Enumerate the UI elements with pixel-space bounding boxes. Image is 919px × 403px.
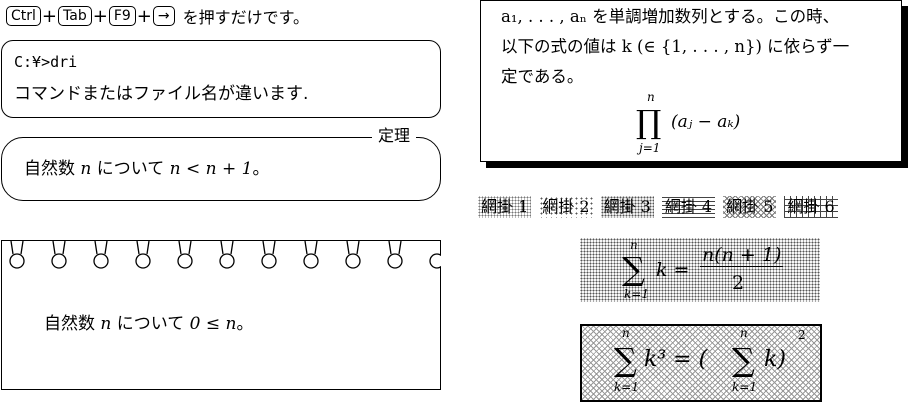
product-lower: j=1 bbox=[639, 141, 661, 155]
math-expr: 0 ≤ n bbox=[189, 314, 237, 334]
shade-sample-6: 網掛 6 bbox=[784, 196, 837, 218]
shade-sample-5: 網掛 5 bbox=[723, 196, 776, 218]
shading-samples: 網掛 1 網掛 2 網掛 3 網掛 4 網掛 5 網掛 6 bbox=[478, 196, 838, 218]
math-n: n bbox=[100, 314, 112, 334]
inner-sum-upper: n bbox=[740, 326, 748, 340]
theorem-box: 自然数 n について n < n + 1。 bbox=[1, 137, 441, 201]
product-symbol: ∏ bbox=[636, 103, 662, 141]
plus-sign: + bbox=[136, 5, 152, 27]
shadowbox-line2: 以下の式の値は k (∈ {1, . . . , n}) に依らず一 bbox=[501, 37, 850, 56]
sum-symbol: ∑ bbox=[614, 341, 637, 379]
text: について bbox=[111, 314, 190, 334]
exponent: 2 bbox=[798, 328, 806, 342]
inner-sum-lower: k=1 bbox=[732, 380, 757, 394]
text: 。 bbox=[252, 159, 270, 179]
notebook-box: 自然数 n について 0 ≤ n。 bbox=[1, 240, 441, 390]
formula-body-2: k) bbox=[764, 347, 786, 372]
inner-sum-symbol: ∑ bbox=[732, 341, 755, 379]
key-tab: Tab bbox=[58, 6, 92, 26]
text: について bbox=[91, 159, 170, 179]
sum-upper: n bbox=[622, 326, 630, 340]
plus-sign: + bbox=[41, 5, 58, 27]
shade-sample-4: 網掛 4 bbox=[661, 196, 716, 218]
theorem-text: 自然数 n について n < n + 1。 bbox=[24, 158, 270, 180]
screen-command: C:¥>dri bbox=[14, 53, 78, 71]
product-body: (aⱼ − aₖ) bbox=[671, 112, 741, 132]
sum-upper: n bbox=[630, 238, 638, 252]
shade-sample-2: 網掛 2 bbox=[539, 196, 593, 218]
product-upper: n bbox=[647, 90, 655, 104]
key-right-arrow: → bbox=[152, 6, 175, 26]
math-expr: n < n + 1 bbox=[169, 159, 253, 179]
keystroke-line: Ctrl + Tab + F9 + → を押すだけです。 bbox=[6, 4, 309, 28]
fraction-numerator: n(n + 1) bbox=[700, 244, 784, 267]
text: 自然数 bbox=[24, 159, 81, 179]
screen-box: C:¥>dri コマンドまたはファイル名が違います. bbox=[1, 40, 441, 118]
sum-lower: k=1 bbox=[614, 380, 639, 394]
math-n: n bbox=[80, 159, 92, 179]
shade-sample-3: 網掛 3 bbox=[600, 196, 654, 218]
sum-lower: k=1 bbox=[624, 287, 649, 301]
formula-sum-k-cubed: n ∑ k=1 k³ = ( n ∑ k=1 k) 2 bbox=[580, 324, 822, 402]
key-ctrl: Ctrl bbox=[6, 6, 41, 26]
formula-body: k³ = ( bbox=[644, 347, 708, 372]
shadow-box: a₁, . . . , aₙ を単調増加数列とする。この時、 以下の式の値は k… bbox=[480, 0, 902, 162]
formula-sum-k: n ∑ k=1 k = n(n + 1) 2 bbox=[580, 238, 820, 302]
screen-message: コマンドまたはファイル名が違います. bbox=[14, 84, 309, 104]
sum-symbol: ∑ bbox=[622, 250, 645, 288]
text: 自然数 bbox=[44, 314, 101, 334]
notebook-text: 自然数 n について 0 ≤ n。 bbox=[44, 313, 254, 335]
plus-sign: + bbox=[92, 5, 108, 27]
keystroke-suffix: を押すだけです。 bbox=[182, 8, 310, 27]
notebook-rings-icon bbox=[9, 240, 441, 269]
key-f9: F9 bbox=[108, 6, 136, 26]
theorem-label: 定理 bbox=[372, 126, 417, 146]
fraction-denominator: 2 bbox=[732, 272, 745, 294]
shadowbox-line1: a₁, . . . , aₙ を単調増加数列とする。この時、 bbox=[501, 7, 840, 26]
formula-body: k = bbox=[656, 259, 690, 281]
shadowbox-line3: 定である。 bbox=[501, 67, 584, 86]
shade-sample-1: 網掛 1 bbox=[478, 196, 532, 218]
text: 。 bbox=[236, 314, 254, 334]
